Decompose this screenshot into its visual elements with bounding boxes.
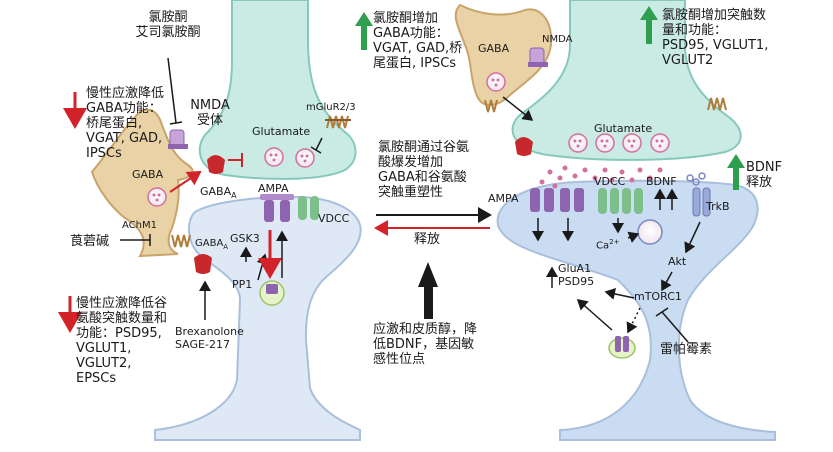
right-mglur-coil <box>707 97 727 111</box>
right-glutamate-label: Glutamate <box>594 122 653 135</box>
stress-gaba-label: 慢性应激降低 GABA功能： 桥尾蛋白, VGAT, GAD, IPSCs <box>86 86 165 161</box>
right-nmda-label: NMDA <box>542 34 573 45</box>
up-green-arrow-2 <box>640 6 658 44</box>
left-glutamate-vesicles <box>264 147 315 168</box>
right-vdcc-label: VDCC <box>594 175 626 188</box>
left-inhibit-mark <box>228 153 243 167</box>
right-ampa-label: AMPA <box>488 192 519 205</box>
rapamycin-inhibit <box>655 307 689 343</box>
released-glutamate <box>539 165 663 189</box>
right-ampa-receptors <box>530 188 584 212</box>
left-ampa-receptor <box>260 194 294 222</box>
nmda-receptor-label: NMDA 受体 <box>190 98 230 128</box>
release-label: 释放 <box>414 232 441 247</box>
mtorc1-to-glua1-arrow <box>604 288 635 300</box>
ketamine-burst-label: 氯胺酮通过谷氨 酸爆发增加 GABA和谷氨酸 突触重塑性 <box>378 140 470 200</box>
rapamycin-label: 雷帕霉素 <box>660 342 713 357</box>
right-gaba-arrow <box>502 96 534 121</box>
ca-to-bdnf-arrow <box>627 231 640 243</box>
left-presynaptic-terminal <box>198 0 357 180</box>
ketamine-inhibit-line <box>167 57 183 125</box>
calcium-label: Ca2+ <box>596 238 620 252</box>
mtorc1-label: mTORC1 <box>634 290 682 303</box>
scopolamine-inhibit <box>120 234 151 246</box>
left-gabaa-post-label: GABAA <box>195 238 229 251</box>
bdnf-label: BDNF <box>646 175 677 188</box>
right-gaba-vesicle <box>486 72 506 92</box>
left-gaba-vesicle <box>147 187 167 207</box>
trkb-label: TrkB <box>706 200 730 213</box>
up-green-arrow-3 <box>727 154 745 190</box>
right-gabaa-pre-receptor <box>515 137 533 156</box>
achm1-coil <box>171 234 191 248</box>
stress-bdnf-label: 应激和皮质醇，降 低BDNF，基因敏 感性位点 <box>373 322 478 367</box>
left-nmda-receptor <box>168 129 188 149</box>
left-gabaa-label: GABAA <box>200 185 237 201</box>
akt-label: Akt <box>668 255 687 268</box>
mglur-label: mGluR2/3 <box>306 102 356 113</box>
left-gaba-arrow <box>169 170 202 193</box>
trkb-to-akt-arrow <box>684 221 701 254</box>
ketamine-synapse-label: 氯胺酮增加突触数 量和功能： PSD95, VGLUT1, VGLUT2 <box>662 8 769 68</box>
right-gaba-label: GABA <box>478 42 510 55</box>
left-ampa-label: AMPA <box>258 182 289 195</box>
left-gaba-interneuron <box>90 108 194 258</box>
glua1-label: GluA1 PSD95 <box>558 262 595 288</box>
gsk3-label: GSK3 <box>230 232 260 245</box>
achm1-label: AChM1 <box>122 220 157 231</box>
bdnf-molecules <box>686 172 706 186</box>
ampa-vesicle-up-arrow <box>576 299 613 331</box>
mglur-inhibit <box>310 137 323 154</box>
left-gabaa-post-receptor <box>194 254 212 274</box>
bdnf-vesicle <box>637 219 663 245</box>
right-nmda-receptor <box>528 47 548 67</box>
mtorc1-dotted-arrow <box>626 307 641 334</box>
akt-to-mtorc1-arrow <box>661 271 673 292</box>
left-glutamate-label: Glutamate <box>252 125 311 138</box>
ketamine-gaba-label: 氯胺酮增加 GABA功能： VGAT, GAD,桥 尾蛋白, IPSCs <box>373 11 463 71</box>
right-vdcc-channels <box>598 188 643 214</box>
right-gaba-interneuron <box>454 3 553 106</box>
trkb-receptor <box>692 187 711 217</box>
left-vesicle-dots <box>269 153 309 163</box>
ketamine-label: 氯胺酮 艾司氯胺酮 <box>135 10 201 40</box>
left-gabaa-pre-receptor <box>207 155 225 174</box>
brexanolone-label: Brexanolone SAGE-217 <box>175 325 244 351</box>
scopolamine-label: 莨菪碱 <box>70 234 110 249</box>
right-interneuron-coil <box>484 99 498 113</box>
up-green-arrow-1 <box>355 12 373 50</box>
left-gaba-label: GABA <box>132 168 164 181</box>
left-vdcc-label: VDCC <box>318 212 350 225</box>
mglur-coil <box>325 115 351 129</box>
right-glutamate-vesicles <box>568 133 670 153</box>
stress-big-up-arrow <box>418 262 438 319</box>
bdnf-release-label: BDNF 释放 <box>746 160 783 190</box>
pp1-label: PP1 <box>232 278 253 291</box>
dendrite-receptor-vesicle <box>608 336 636 359</box>
right-postsynaptic-neuron <box>496 179 776 441</box>
left-vdcc-channel <box>298 196 319 220</box>
stress-glu-label: 慢性应激降低谷 氨酸突触数量和 功能：PSD95, VGLUT1, VGLUT2… <box>76 296 168 386</box>
